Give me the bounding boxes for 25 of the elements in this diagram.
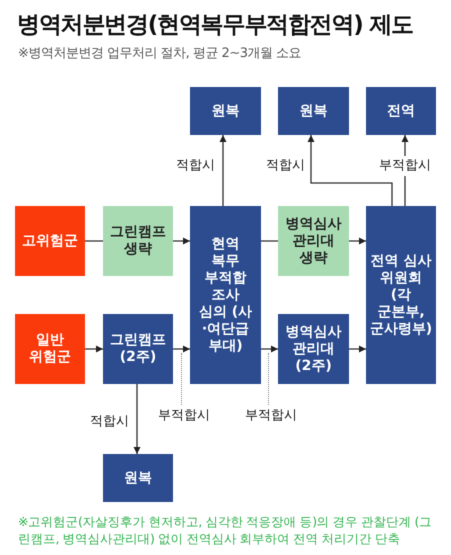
- process-box: 전역: [366, 87, 436, 135]
- process-box: 전역 심사 위원회 (각 군본부, 군사령부): [366, 206, 436, 384]
- title: 병역처분변경(현역복무부적합전역) 제도: [17, 11, 414, 40]
- arrow: [85, 346, 103, 352]
- skipped-step-box: 병역심사 관리대 생략: [278, 206, 349, 276]
- skipped-step-box: 그린캠프 생략: [103, 206, 173, 276]
- edge-label: 부적합시: [379, 156, 431, 176]
- arrow: [261, 346, 278, 352]
- process-box: 그린캠프 (2주): [103, 314, 173, 384]
- arrow: [349, 346, 366, 352]
- process-box: 병역심사 관리대 (2주): [278, 314, 349, 384]
- process-box: 현역 복무 부적합 조사 심의 (사·여단급 부대): [190, 206, 261, 384]
- risk-group-box: 일반 위험군: [15, 314, 85, 384]
- process-box: 원복: [278, 87, 349, 135]
- arrow: [349, 238, 366, 244]
- arrow: [308, 135, 393, 206]
- arrow: [220, 135, 226, 206]
- arrow: [134, 384, 140, 454]
- process-box: 원복: [190, 87, 261, 135]
- arrow: [173, 346, 190, 352]
- subtitle-note: ※병역처분변경 업무처리 절차, 평균 2~3개월 소요: [18, 45, 302, 63]
- footnote: ※고위험군(자살징후가 현저하고, 심각한 적응장애 등)의 경우 관찰단계 (그린캠프, 병역심사관리대) 없이 전역심사 회부하여 전역 처리기간 단축: [18, 513, 432, 547]
- risk-group-box: 고위험군: [15, 206, 85, 276]
- arrow: [173, 238, 190, 244]
- process-box: 원복: [103, 454, 173, 502]
